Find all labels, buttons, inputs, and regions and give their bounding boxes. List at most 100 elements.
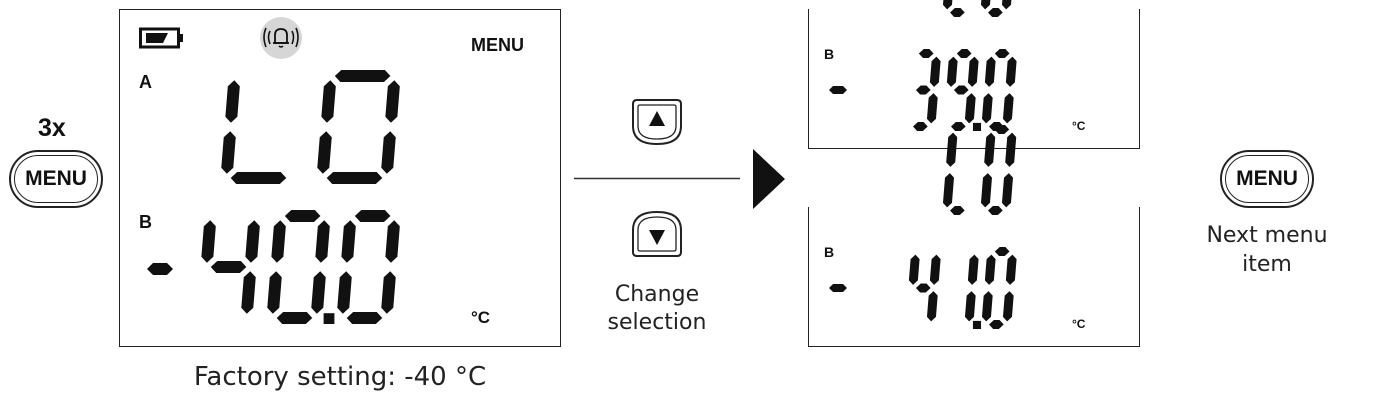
up-arrow-button[interactable]	[631, 96, 683, 148]
menu-indicator: MENU	[471, 35, 524, 55]
lcd-segment	[271, 220, 286, 263]
channel-a-digit-0	[221, 80, 287, 184]
option-1-unit: °C	[1072, 119, 1086, 133]
lcd-segment	[989, 320, 1004, 329]
channel-b-digit-0	[201, 220, 260, 314]
lcd-segment	[1001, 173, 1013, 208]
lcd-segment	[315, 220, 330, 263]
next-menu-caption: Next menu item	[1197, 221, 1337, 279]
unit-label: °C	[471, 308, 491, 327]
lcd-segment	[994, 49, 1010, 58]
menu-button-right-label: MENU	[1225, 155, 1309, 203]
lcd-segment	[1005, 56, 1017, 87]
lcd-segment	[950, 206, 965, 215]
lcd-segment	[929, 56, 941, 87]
lcd-segment	[926, 291, 938, 322]
down-triangle-icon	[649, 230, 665, 245]
lcd-segment	[908, 254, 920, 285]
lcd-segment	[915, 283, 931, 293]
lcd-segment	[317, 131, 332, 174]
lcd-segment	[230, 172, 287, 184]
lcd-segment	[225, 80, 240, 123]
lcd-segment	[980, 0, 992, 10]
option-2-decimal-point	[972, 320, 982, 329]
lcd-segment	[942, 173, 954, 208]
lcd-segment	[1002, 93, 1014, 124]
menu-button-left-label: MENU	[14, 155, 98, 203]
press-count-label: 3x	[38, 114, 66, 142]
lcd-segment	[980, 173, 992, 208]
lcd-segment	[241, 271, 256, 314]
lcd-segment	[964, 291, 976, 322]
option-2-channel-b-label: B	[824, 244, 835, 260]
lcd-segment	[984, 132, 996, 167]
lcd-segment	[946, 132, 958, 167]
channel-a-digit-1	[317, 70, 400, 184]
lcd-segment	[967, 254, 979, 285]
lcd-segment	[994, 247, 1010, 256]
option-2-cropped-digit-1	[980, 125, 1017, 215]
lcd-segment	[981, 93, 993, 124]
option-1-channel-b-label: B	[824, 46, 835, 62]
lcd-segment	[964, 93, 976, 124]
lcd-segment	[276, 312, 313, 324]
lcd-segment	[994, 125, 1010, 134]
lcd-segment	[354, 210, 391, 222]
option-2-unit: °C	[1072, 317, 1086, 331]
next-arrow-icon	[753, 149, 785, 209]
lcd-segment	[913, 122, 928, 131]
lcd-segment	[334, 70, 391, 82]
factory-setting-caption: Factory setting: -40 °C	[193, 362, 487, 392]
lcd-segment	[1002, 291, 1014, 322]
lcd-segment	[918, 49, 934, 58]
lcd-segment	[942, 0, 954, 10]
lcd-segment	[245, 220, 260, 263]
change-selection-caption: Change selection	[607, 282, 707, 335]
next-menu-caption-line-2: item	[1242, 252, 1292, 277]
option-1-digit-0	[913, 49, 941, 131]
lcd-segment	[221, 131, 236, 174]
option-2-digit-1	[964, 254, 979, 322]
option-2-cropped-digit-0	[942, 132, 965, 215]
lcd-segment	[311, 271, 326, 314]
option-1-cropped-digit-0	[942, 0, 965, 17]
next-menu-caption-line-1: Next menu	[1206, 223, 1328, 248]
lcd-segment	[346, 312, 383, 324]
up-triangle-icon	[649, 111, 665, 126]
lcd-segment	[326, 172, 383, 184]
battery-icon	[139, 27, 183, 49]
lcd-segment	[1005, 254, 1017, 285]
lcd-segment	[337, 271, 352, 314]
option-1-cropped-digit-1	[980, 0, 1013, 17]
lcd-segment	[953, 85, 969, 95]
channel-b-digit-1	[267, 210, 330, 324]
lcd-segment	[284, 210, 321, 222]
lcd-segment	[984, 254, 996, 285]
lcd-segment	[967, 56, 979, 87]
menu-button-right[interactable]: MENU	[1220, 150, 1314, 208]
lcd-display-option-2: B °C	[808, 125, 1140, 347]
lcd-segment	[321, 80, 336, 123]
option-1-digit-2	[981, 49, 1017, 131]
menu-button-left[interactable]: MENU	[9, 150, 103, 208]
lcd-digits-option-2	[829, 125, 1017, 329]
option-1-decimal-point	[972, 122, 982, 131]
lcd-segment	[984, 56, 996, 87]
lcd-segment	[210, 261, 247, 273]
alarm-bell-icon	[260, 17, 302, 59]
option-1-digit-1	[946, 49, 979, 131]
lcd-segment	[385, 80, 400, 123]
lcd-segment	[950, 8, 965, 17]
channel-a-label: A	[139, 72, 152, 92]
lcd-segment	[951, 122, 966, 131]
lcd-display-option-1: B °C	[808, 0, 1140, 149]
option-1-minus-sign	[829, 86, 847, 94]
lcd-segment	[201, 220, 216, 263]
lcd-segment	[956, 49, 972, 58]
lcd-segment	[929, 254, 941, 285]
lcd-segment	[381, 271, 396, 314]
lcd-segment	[988, 206, 1003, 215]
option-2-digit-2	[981, 247, 1017, 329]
down-arrow-button[interactable]	[631, 208, 683, 260]
channel-b-digit-2	[337, 210, 400, 324]
